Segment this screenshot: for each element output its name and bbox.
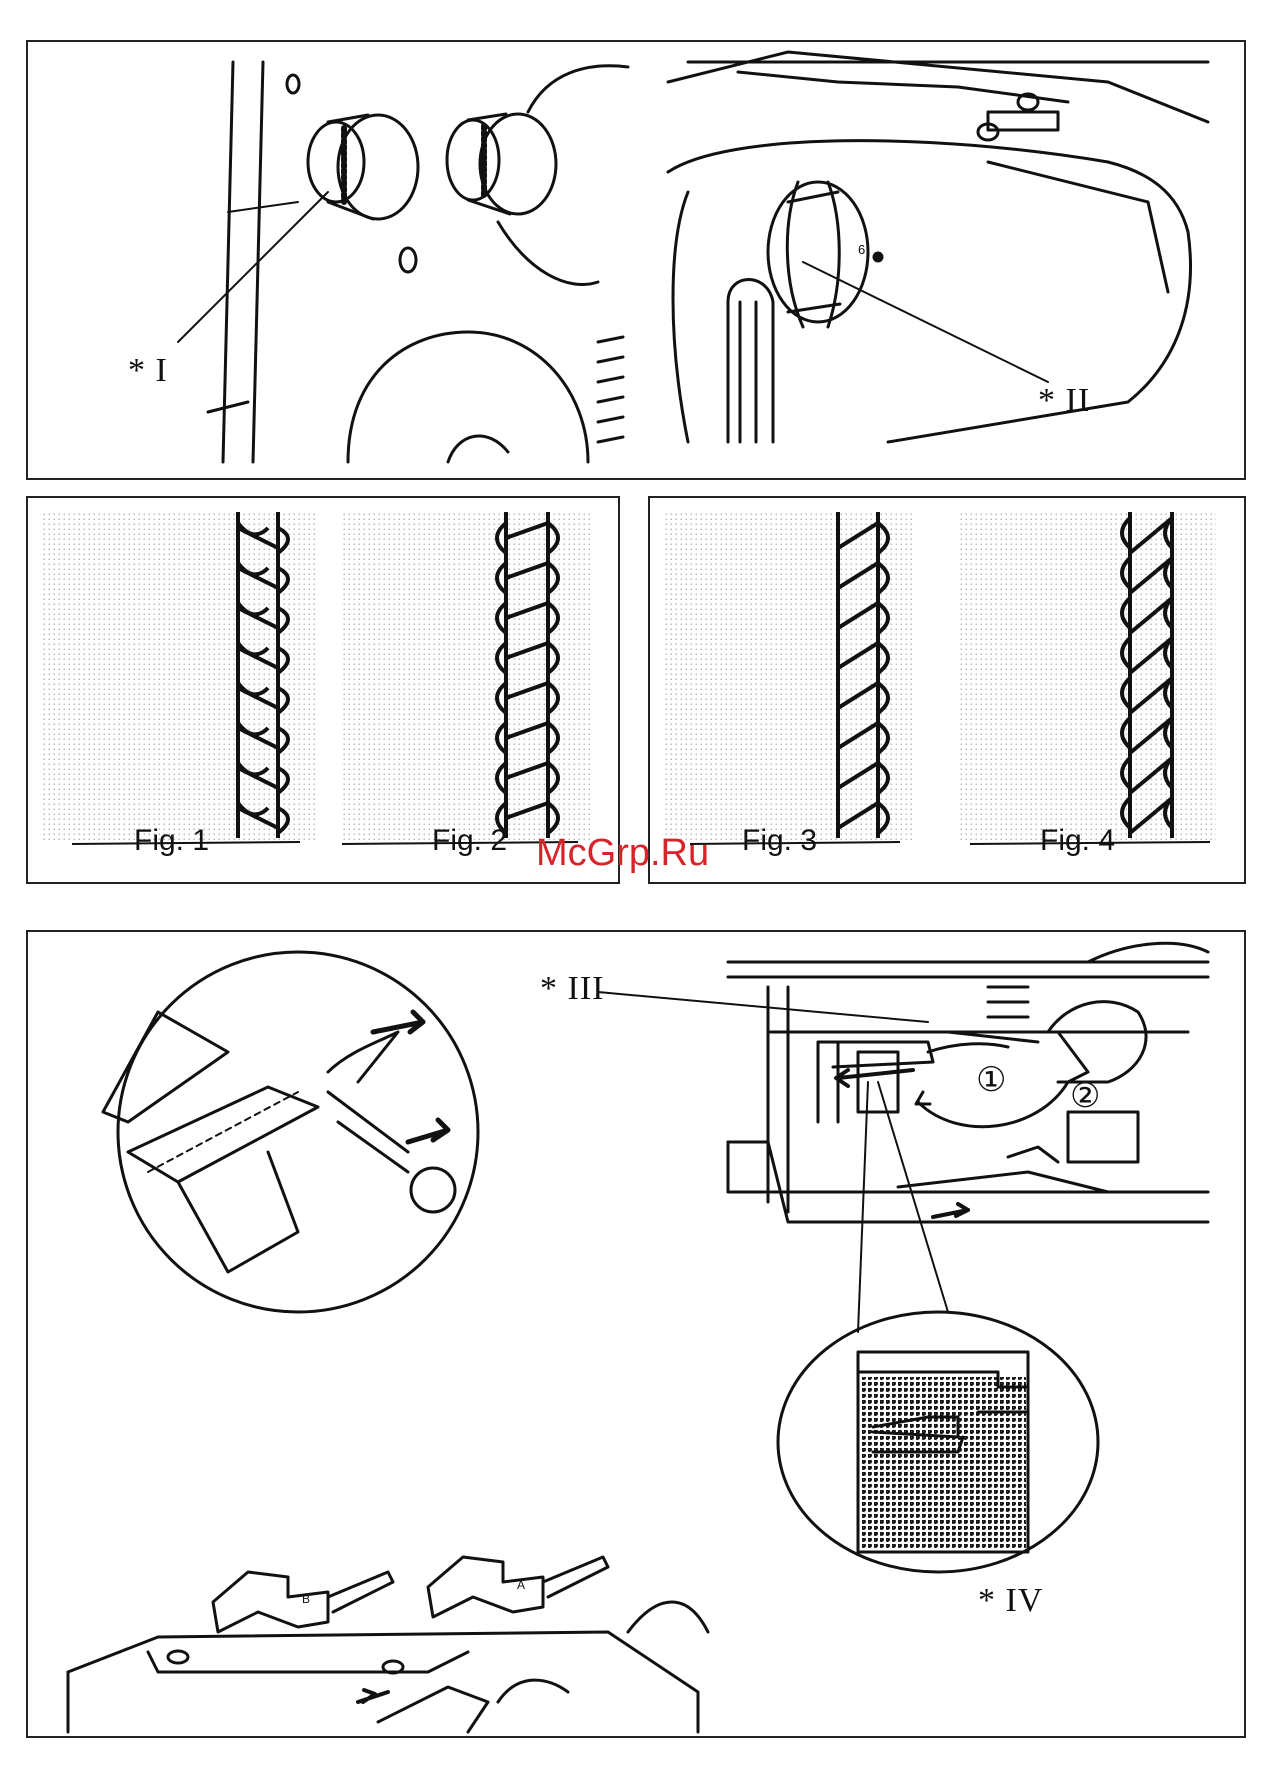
stitch-tongue-illustration: * III * IV ① ② B A <box>26 930 1246 1738</box>
figure-label-3: Fig. 3 <box>742 824 817 858</box>
stitch-figures-panel-left: Fig. 1 Fig. 2 <box>26 496 620 884</box>
callout-label-iv: * IV <box>978 1582 1043 1620</box>
callout-label-ii: * II <box>1038 382 1090 420</box>
machine-dials-illustration: * I * II 6 <box>26 40 1246 480</box>
figure-label-4: Fig. 4 <box>1040 824 1115 858</box>
figure-label-1: Fig. 1 <box>134 824 209 858</box>
tongue-marking-a: A <box>517 1578 525 1592</box>
step-marker-2: ② <box>1070 1076 1100 1116</box>
figure-label-2: Fig. 2 <box>432 824 507 858</box>
stitch-drawings-fig3-fig4 <box>650 498 1248 886</box>
dial-number-mark: 6 <box>858 242 865 257</box>
stitch-drawings-fig1-fig2 <box>28 498 622 886</box>
step-marker-1: ① <box>976 1060 1006 1100</box>
tongue-marking-b: B <box>302 1592 310 1606</box>
stitch-tongue-drawing <box>28 932 1248 1740</box>
stitch-figures-panel-right: Fig. 3 Fig. 4 <box>648 496 1246 884</box>
watermark-text: McGrp.Ru <box>536 832 709 875</box>
callout-label-i: * I <box>128 352 168 390</box>
callout-label-iii: * III <box>540 970 604 1008</box>
